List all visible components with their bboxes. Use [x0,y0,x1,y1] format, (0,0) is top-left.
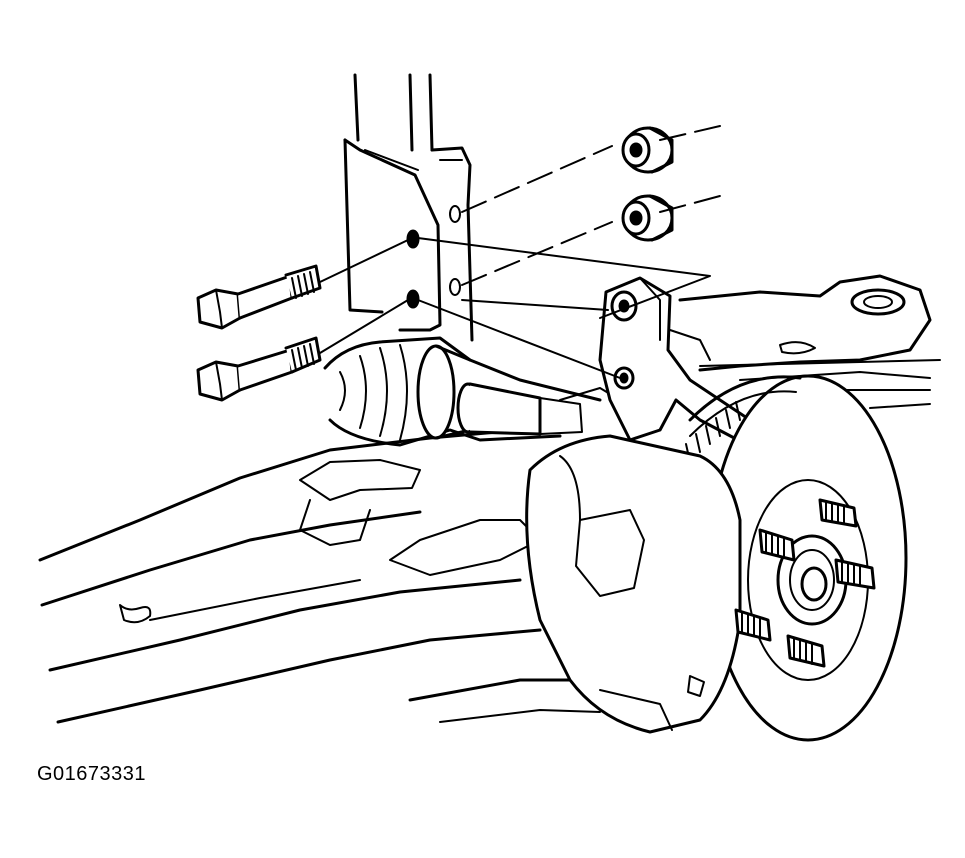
axle-nut [800,566,828,602]
knuckle-bolt-hole-lower [613,366,635,390]
knuckle-bolt-hole-upper [610,290,638,322]
wheel-stud-5 [786,634,826,668]
caliper-pad-window [575,509,645,597]
wheel-stud-1 [818,498,858,528]
figure-id-label: G01673331 [37,763,147,785]
strut-bolt-lower [196,336,322,402]
wheel-stud-4 [734,608,772,642]
strut-nut-lower [621,194,674,242]
alignment-leader-lines [319,125,941,379]
frame-hole [850,288,906,316]
brake-caliper [525,434,742,734]
strut-nut-upper [621,126,674,174]
frame-member [678,274,932,409]
strut-bolt-hole-upper [406,229,420,249]
strut-bolt-hole-lower [406,289,420,309]
wheel-stud-3 [834,558,876,590]
strut-bolt-upper [196,264,322,330]
wheel-stud-2 [758,528,796,562]
drive-axle [323,336,621,447]
cv-boot [416,344,456,440]
